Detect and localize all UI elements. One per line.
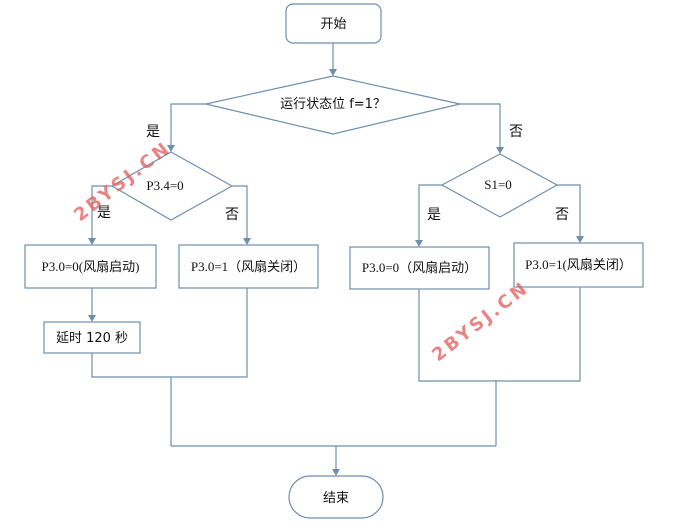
process-fan-off-left-label: P3.0=1（风扇关闭） bbox=[191, 259, 306, 274]
process-fan-on-left-label: P3.0=0(风扇启动) bbox=[42, 259, 140, 274]
decision-p34-label: P3.4=0 bbox=[146, 178, 183, 193]
process-fan-off-left bbox=[178, 244, 319, 289]
process-fan-on-right bbox=[349, 246, 490, 290]
process-fan-on-right-label: P3.0=0（风扇启动） bbox=[362, 260, 477, 275]
arrowhead bbox=[167, 145, 175, 152]
decision-p34 bbox=[110, 151, 234, 221]
arrowhead bbox=[88, 315, 96, 322]
process-fan-on-left bbox=[24, 244, 157, 289]
arrowhead bbox=[332, 469, 340, 476]
connector-s1-yes bbox=[418, 184, 442, 241]
start-node bbox=[285, 3, 382, 44]
end-node bbox=[288, 475, 384, 519]
start-label: 开始 bbox=[320, 17, 346, 32]
decision-running-flag bbox=[205, 75, 461, 135]
label-p34-yes: 是 bbox=[97, 205, 111, 221]
decision-s1 bbox=[440, 153, 559, 218]
arrowhead bbox=[88, 238, 96, 245]
connector-p34-no bbox=[232, 185, 248, 239]
process-fan-off-right-label: P3.0=1(风扇关闭） bbox=[525, 257, 632, 272]
watermark-right: 2BYSJ.CN bbox=[428, 277, 533, 366]
connector-s1-no bbox=[557, 184, 581, 237]
label-s1-no: 否 bbox=[555, 207, 569, 223]
label-main-no: 否 bbox=[509, 124, 523, 140]
arrowhead bbox=[415, 240, 423, 247]
connector-left-merge bbox=[91, 288, 248, 378]
connector-right-merge bbox=[418, 287, 581, 382]
arrowhead bbox=[496, 147, 504, 154]
process-fan-off-right bbox=[513, 242, 644, 288]
arrowhead bbox=[576, 236, 584, 243]
label-s1-yes: 是 bbox=[427, 207, 441, 223]
process-delay-label: 延时 120 秒 bbox=[56, 331, 128, 346]
end-label: 结束 bbox=[323, 491, 349, 506]
decision-s1-label: S1=0 bbox=[484, 177, 512, 192]
arrowhead bbox=[329, 69, 337, 76]
connector-p34-yes bbox=[91, 185, 112, 239]
connector-main-no bbox=[460, 103, 501, 148]
label-p34-no: 否 bbox=[225, 207, 239, 223]
arrowhead bbox=[243, 238, 251, 245]
decision-running-flag-label: 运行状态位 f=1？ bbox=[280, 97, 386, 112]
process-delay bbox=[43, 321, 141, 354]
connector-main-yes bbox=[170, 103, 206, 146]
label-main-yes: 是 bbox=[146, 124, 160, 140]
